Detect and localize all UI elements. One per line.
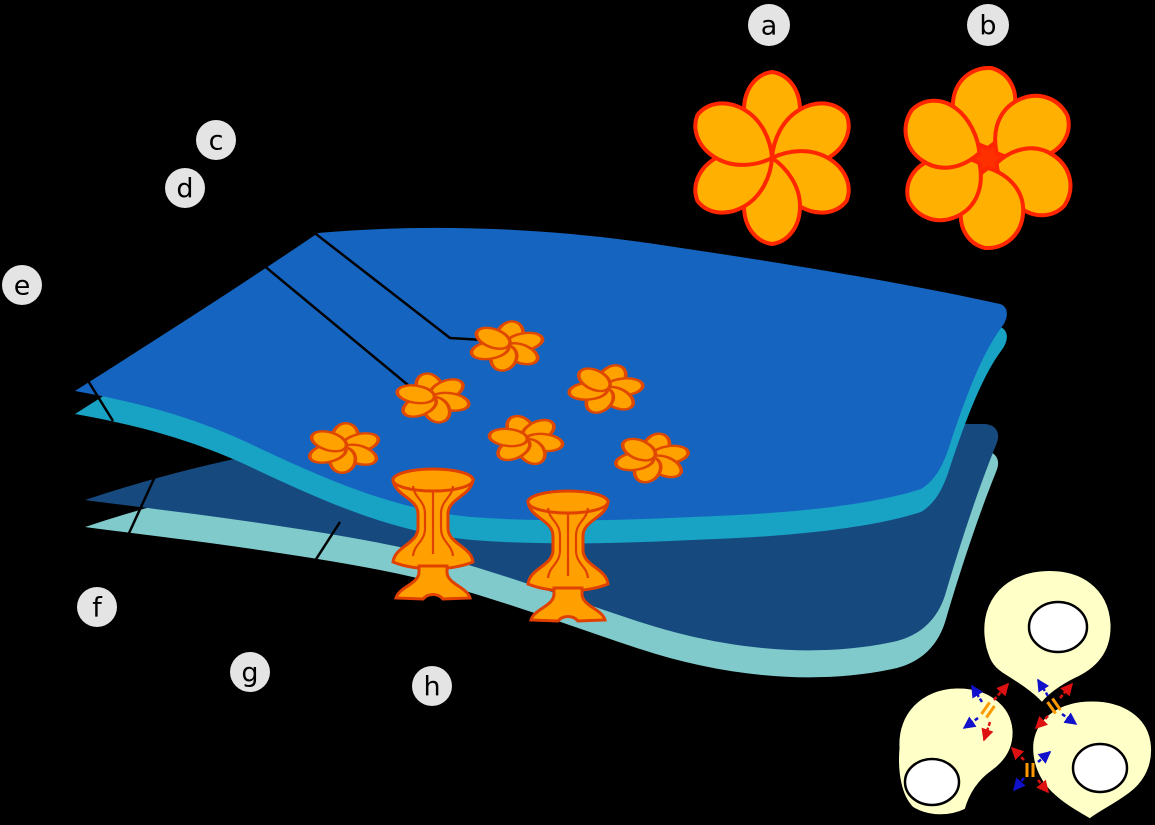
- signal-arrow-red: [1036, 779, 1050, 794]
- label-circle: [748, 4, 790, 46]
- label-circle: [165, 168, 205, 208]
- label-f: f: [77, 587, 117, 627]
- nucleus: [903, 757, 961, 807]
- signal-arrow-blue: [1012, 777, 1026, 792]
- label-d: d: [165, 168, 205, 208]
- leader-line-f: [100, 469, 160, 593]
- leader-line-e: [36, 299, 115, 422]
- signal-arrow-blue: [1036, 678, 1050, 697]
- nucleus: [1027, 600, 1089, 654]
- label-circle: [77, 587, 117, 627]
- label-circle: [967, 4, 1009, 46]
- label-circle: [196, 120, 236, 160]
- label-letter: a: [761, 11, 778, 42]
- gap-junction-mark: [1046, 697, 1062, 715]
- leader-line-h: [432, 613, 448, 669]
- label-letter: b: [979, 11, 996, 42]
- label-e: e: [2, 265, 42, 305]
- signal-arrow-blue: [970, 684, 984, 703]
- signal-arrow-red: [1059, 682, 1074, 699]
- signal-arrow-blue: [962, 716, 979, 730]
- cell-communication-inset: [896, 568, 1155, 822]
- label-letter: e: [14, 271, 31, 302]
- label-b: b: [967, 4, 1009, 46]
- label-letter: d: [176, 174, 193, 205]
- label-circle: [2, 265, 42, 305]
- label-letter: h: [423, 672, 440, 703]
- label-g: g: [230, 652, 270, 692]
- label-circle: [412, 666, 452, 706]
- signal-arrow-red: [981, 721, 994, 742]
- label-a: a: [748, 4, 790, 46]
- label-h: h: [412, 666, 452, 706]
- label-circle: [230, 652, 270, 692]
- leader-line-d: [191, 205, 415, 391]
- signal-arrow-red: [993, 682, 1010, 701]
- signal-arrow-red: [1034, 715, 1049, 730]
- gap-junction-mark: [980, 701, 996, 719]
- rosette-top-view-closed: [681, 70, 863, 246]
- signal-arrow-blue: [1037, 750, 1052, 764]
- label-c: c: [196, 120, 236, 160]
- label-letter: c: [209, 126, 224, 157]
- gap-junction-mark: [1025, 763, 1035, 777]
- leader-line-g: [253, 521, 342, 655]
- rosette-top-view-open: [890, 65, 1086, 251]
- nucleus: [1071, 742, 1129, 794]
- label-letter: g: [241, 658, 258, 689]
- signal-arrow-red: [1010, 746, 1025, 761]
- signal-arrow-blue: [1061, 712, 1078, 726]
- label-letter: f: [92, 593, 103, 624]
